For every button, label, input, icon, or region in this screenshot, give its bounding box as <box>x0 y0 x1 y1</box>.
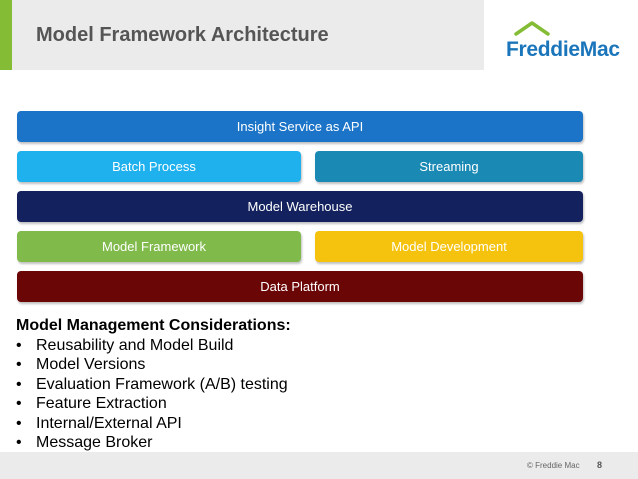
insight-service-label: Insight Service as API <box>236 119 364 134</box>
slide-title: Model Framework Architecture <box>36 24 329 46</box>
data-platform-layer: Data Platform <box>17 271 583 302</box>
list-item: Reusability and Model Build <box>16 336 291 356</box>
list-item: Internal/External API <box>16 414 291 434</box>
freddie-mac-logo: FreddieMac <box>506 20 620 60</box>
streaming-layer: Streaming <box>315 151 583 182</box>
house-roof-icon <box>514 21 550 36</box>
streaming-label: Streaming <box>419 159 479 174</box>
model-development-layer: Model Development <box>315 231 583 262</box>
list-item: Model Versions <box>16 355 291 375</box>
considerations-block: Model Management Considerations: Reusabi… <box>16 316 291 453</box>
list-item: Message Broker <box>16 433 291 453</box>
page-number: 8 <box>597 460 603 470</box>
model-framework-label: Model Framework <box>101 239 207 254</box>
batch-process-label: Batch Process <box>112 159 196 174</box>
logo-text-freddie: Freddie <box>506 38 580 61</box>
considerations-heading: Model Management Considerations: <box>16 317 291 334</box>
insight-service-layer: Insight Service as API <box>17 111 583 142</box>
list-item: Feature Extraction <box>16 394 291 414</box>
slide-footer <box>0 452 638 479</box>
copyright-text: © Freddie Mac <box>527 461 580 470</box>
batch-process-layer: Batch Process <box>17 151 301 182</box>
model-development-label: Model Development <box>391 239 507 254</box>
header-accent-bar <box>0 0 12 70</box>
model-warehouse-label: Model Warehouse <box>247 199 353 214</box>
model-framework-layer: Model Framework <box>17 231 301 262</box>
logo-text-mac: Mac <box>579 38 620 61</box>
data-platform-label: Data Platform <box>260 279 340 294</box>
logo-panel <box>484 0 638 70</box>
list-item: Evaluation Framework (A/B) testing <box>16 375 291 395</box>
considerations-list: Reusability and Model Build Model Versio… <box>16 336 291 453</box>
model-warehouse-layer: Model Warehouse <box>17 191 583 222</box>
